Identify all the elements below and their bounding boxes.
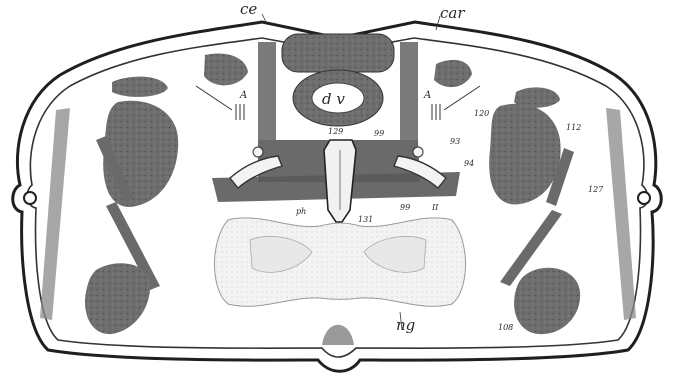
right-lateral-notch (638, 192, 650, 204)
label-a-right: A (423, 90, 431, 101)
left-lateral-notch (24, 192, 36, 204)
label-94: 94 (464, 159, 474, 168)
label-99-upper: 99 (374, 129, 384, 138)
left-arm-knob (253, 147, 263, 157)
label-ii: II (431, 203, 439, 212)
label-ng: ng (396, 316, 415, 334)
label-108: 108 (498, 323, 513, 332)
label-ph: ph (296, 207, 306, 216)
label-120: 120 (474, 109, 489, 118)
label-car: car (440, 4, 465, 22)
label-a-left: A (239, 90, 247, 101)
right-arm-knob (413, 147, 423, 157)
dorsal-mass (282, 34, 394, 72)
label-131: 131 (358, 215, 373, 224)
label-127: 127 (588, 185, 604, 194)
label-93: 93 (450, 137, 460, 146)
label-112: 112 (566, 123, 581, 132)
label-dv: d v (322, 90, 345, 108)
label-129: 129 (328, 127, 343, 136)
label-ce: ce (240, 0, 257, 18)
label-99-lower: 99 (400, 203, 410, 212)
